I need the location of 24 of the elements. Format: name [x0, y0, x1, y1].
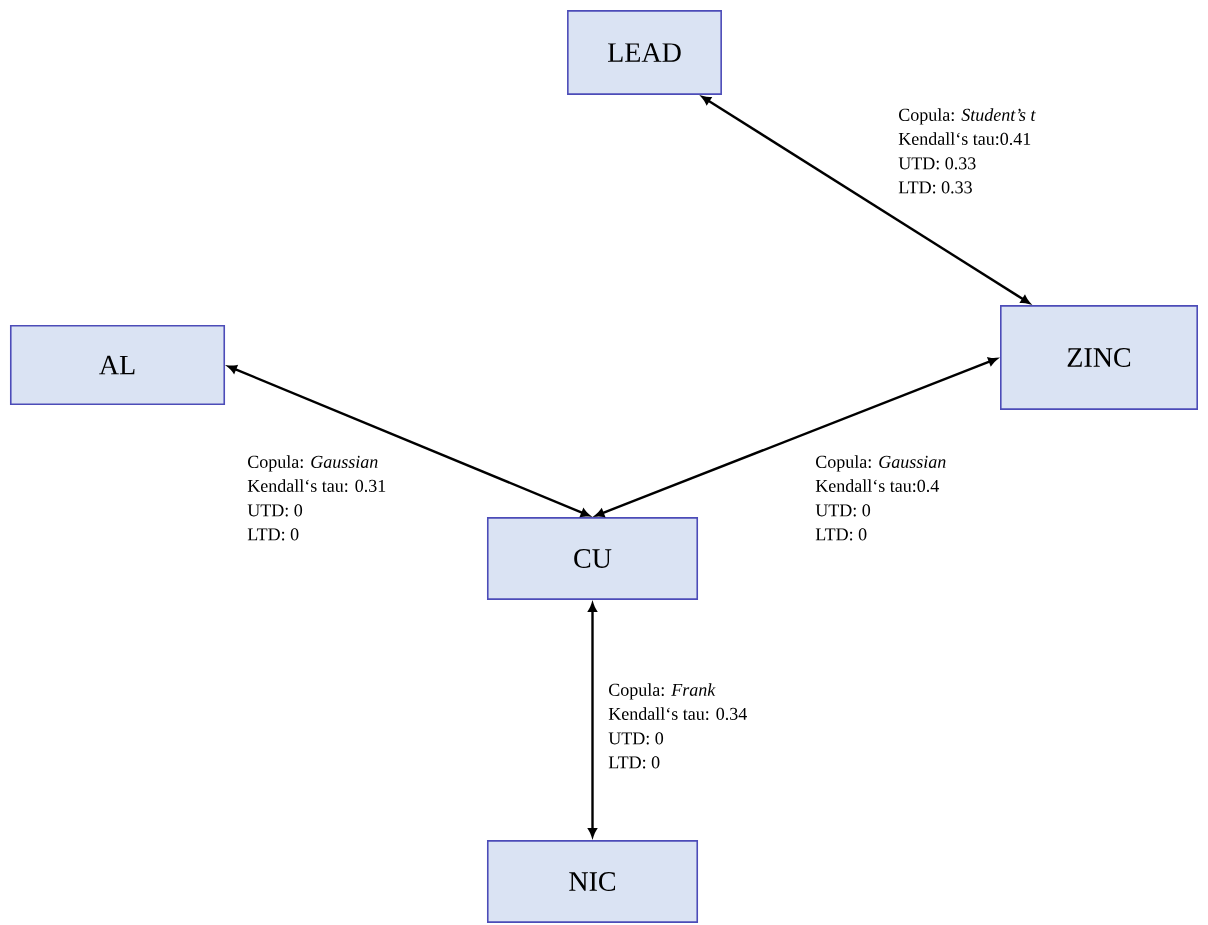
arrow [595, 357, 998, 518]
label-text: LTD: 0 [608, 756, 660, 769]
label-text: LTD: 0 [815, 528, 867, 541]
label-text: Copula: Gaussian [816, 455, 946, 472]
box: CU [486, 517, 699, 600]
label-text: Kendall‘s tau:0.41 [898, 132, 1031, 145]
label-text: UTD: 0 [247, 504, 303, 517]
label-text: UTD: 0 [608, 732, 664, 745]
label-text: Kendall‘s tau: 0.31 [247, 479, 386, 492]
label-text: LTD: 0.33 [898, 181, 972, 194]
arrow [227, 365, 590, 517]
box: AL [9, 325, 226, 405]
arrow [701, 96, 1030, 304]
label-text: Kendall‘s tau:0.4 [815, 479, 939, 492]
label-text: Copula: Gaussian [248, 455, 378, 472]
label-text: Copula: Frank [609, 683, 716, 700]
label-text: UTD: 0 [815, 504, 871, 517]
box: LEAD [567, 10, 722, 95]
label-text: Kendall‘s tau: 0.34 [608, 707, 747, 720]
label-text: UTD: 0.33 [898, 157, 976, 170]
box: NIC [486, 840, 699, 923]
label-text: Copula: Student’s t [899, 108, 1036, 125]
label-text: LTD: 0 [247, 528, 299, 541]
box: ZINC [1000, 305, 1198, 410]
